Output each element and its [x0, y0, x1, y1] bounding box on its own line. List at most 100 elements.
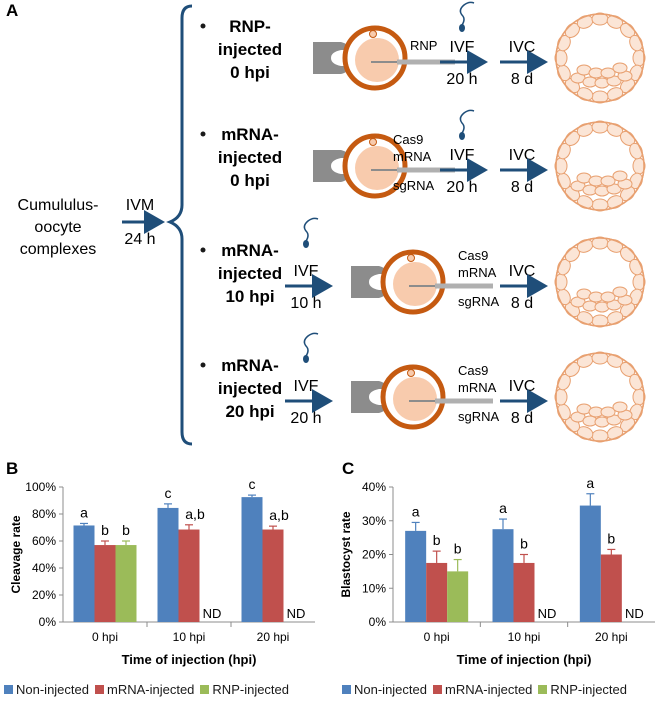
bar: [73, 525, 95, 622]
bar: [447, 571, 469, 622]
significance-letter: b: [122, 522, 130, 538]
panel-label-a: A: [6, 1, 18, 20]
step-ivf-label: IVF: [450, 39, 475, 56]
injection-label-mrna: mRNA: [458, 380, 497, 395]
bar: [513, 562, 535, 622]
step-ivf-label: IVF: [294, 263, 319, 280]
step-ivf-label: IVF: [294, 378, 319, 395]
bullet: [200, 131, 206, 137]
injection-label-sgrna: sgRNA: [458, 294, 500, 309]
legend-swatch-mrna-injected: [95, 685, 104, 694]
significance-letter: a: [586, 475, 594, 491]
panel-label-c: C: [342, 459, 354, 478]
y-axis-title: Blastocyst rate: [339, 511, 353, 597]
y-tick-label: 20%: [362, 548, 386, 562]
x-axis-title: Time of injection (hpi): [122, 652, 257, 667]
nd-label: ND: [203, 606, 222, 621]
ivm-label: IVM: [126, 197, 154, 214]
holding-pipette-icon: [351, 266, 389, 298]
significance-letter: a: [412, 503, 420, 519]
legend-item-rnp-injected: RNP-injected: [200, 682, 289, 697]
bar: [241, 497, 263, 622]
nd-label: ND: [538, 606, 557, 621]
legend-label-mrna-injected: mRNA-injected: [107, 682, 195, 697]
legend-swatch-non-injected: [342, 685, 351, 694]
nd-label: ND: [287, 606, 306, 621]
start-label-line-3: complexes: [20, 241, 96, 258]
legend-item-rnp-injected: RNP-injected: [538, 682, 627, 697]
significance-letter: c: [165, 485, 172, 501]
significance-letter: b: [433, 532, 441, 548]
oocyte-icon: [351, 364, 493, 430]
step-ivf-time: 20 h: [446, 71, 477, 88]
sperm-icon: [303, 217, 319, 248]
row-title-line: injected: [218, 40, 282, 59]
step-ivc-label: IVC: [509, 147, 536, 164]
blastocyst-icon: [554, 12, 646, 104]
significance-letter: a: [80, 504, 88, 520]
bullet: [200, 362, 206, 368]
step-ivc-time: 8 d: [511, 410, 533, 427]
significance-letter: c: [249, 476, 256, 492]
x-axis-title: Time of injection (hpi): [457, 652, 592, 667]
x-tick-label: 10 hpi: [173, 630, 206, 644]
step-ivc-label: IVC: [509, 378, 536, 395]
row-title-line: mRNA-: [221, 241, 279, 260]
panel-label-b: B: [6, 459, 18, 478]
step-ivc-time: 8 d: [511, 71, 533, 88]
x-tick-label: 0 hpi: [424, 630, 450, 644]
y-tick-label: 0%: [369, 615, 387, 629]
step-ivf-time: 20 h: [446, 179, 477, 196]
sperm-icon: [303, 332, 319, 363]
y-tick-label: 40%: [32, 561, 56, 575]
injection-label-cas9: Cas9: [458, 248, 488, 263]
row-title-line: injected: [218, 379, 282, 398]
row-title-line: injected: [218, 264, 282, 283]
bar: [426, 562, 448, 622]
y-tick-label: 80%: [32, 507, 56, 521]
y-axis-title: Cleavage rate: [9, 515, 23, 593]
oocyte-icon: [351, 249, 493, 315]
bar: [115, 545, 137, 622]
y-tick-label: 20%: [32, 588, 56, 602]
x-tick-label: 0 hpi: [92, 630, 118, 644]
step-ivc-time: 8 d: [511, 179, 533, 196]
bar: [579, 505, 601, 622]
blastocyst-icon: [554, 120, 646, 212]
injection-label-mrna: mRNA: [458, 265, 497, 280]
step-ivc-label: IVC: [509, 39, 536, 56]
legend-swatch-rnp-injected: [538, 685, 548, 694]
significance-letter: b: [520, 536, 528, 552]
y-tick-label: 10%: [362, 581, 386, 595]
bar: [405, 530, 427, 622]
legend-swatch-non-injected: [4, 685, 13, 694]
row-title-line: RNP-: [229, 17, 271, 36]
legend-label-non-injected: Non-injected: [354, 682, 427, 697]
significance-letter: a,b: [269, 507, 289, 523]
holding-pipette-icon: [313, 150, 351, 182]
step-ivc-time: 8 d: [511, 295, 533, 312]
y-tick-label: 40%: [362, 480, 386, 494]
blastocyst-icon: [554, 236, 646, 328]
blastocyst-icon: [554, 351, 646, 443]
significance-letter: b: [454, 541, 462, 557]
legend-item-mrna-injected: mRNA-injected: [95, 682, 194, 697]
x-tick-label: 20 hpi: [595, 630, 628, 644]
significance-letter: b: [101, 522, 109, 538]
step-ivf-time: 10 h: [290, 295, 321, 312]
legend-c: Non-injected mRNA-injected RNP-injected: [342, 682, 633, 697]
row-title-line: 20 hpi: [225, 402, 274, 421]
start-label-line-1: Cumululus-: [18, 197, 99, 214]
injection-label: RNP: [410, 38, 437, 53]
y-tick-label: 100%: [25, 480, 56, 494]
bar: [94, 545, 116, 622]
holding-pipette-icon: [351, 381, 389, 413]
cumulus-oocyte-label: Cumululus- oocyte complexes: [18, 197, 99, 258]
oocyte-icon: [313, 133, 455, 199]
injection-label-sgrna: sgRNA: [393, 178, 435, 193]
